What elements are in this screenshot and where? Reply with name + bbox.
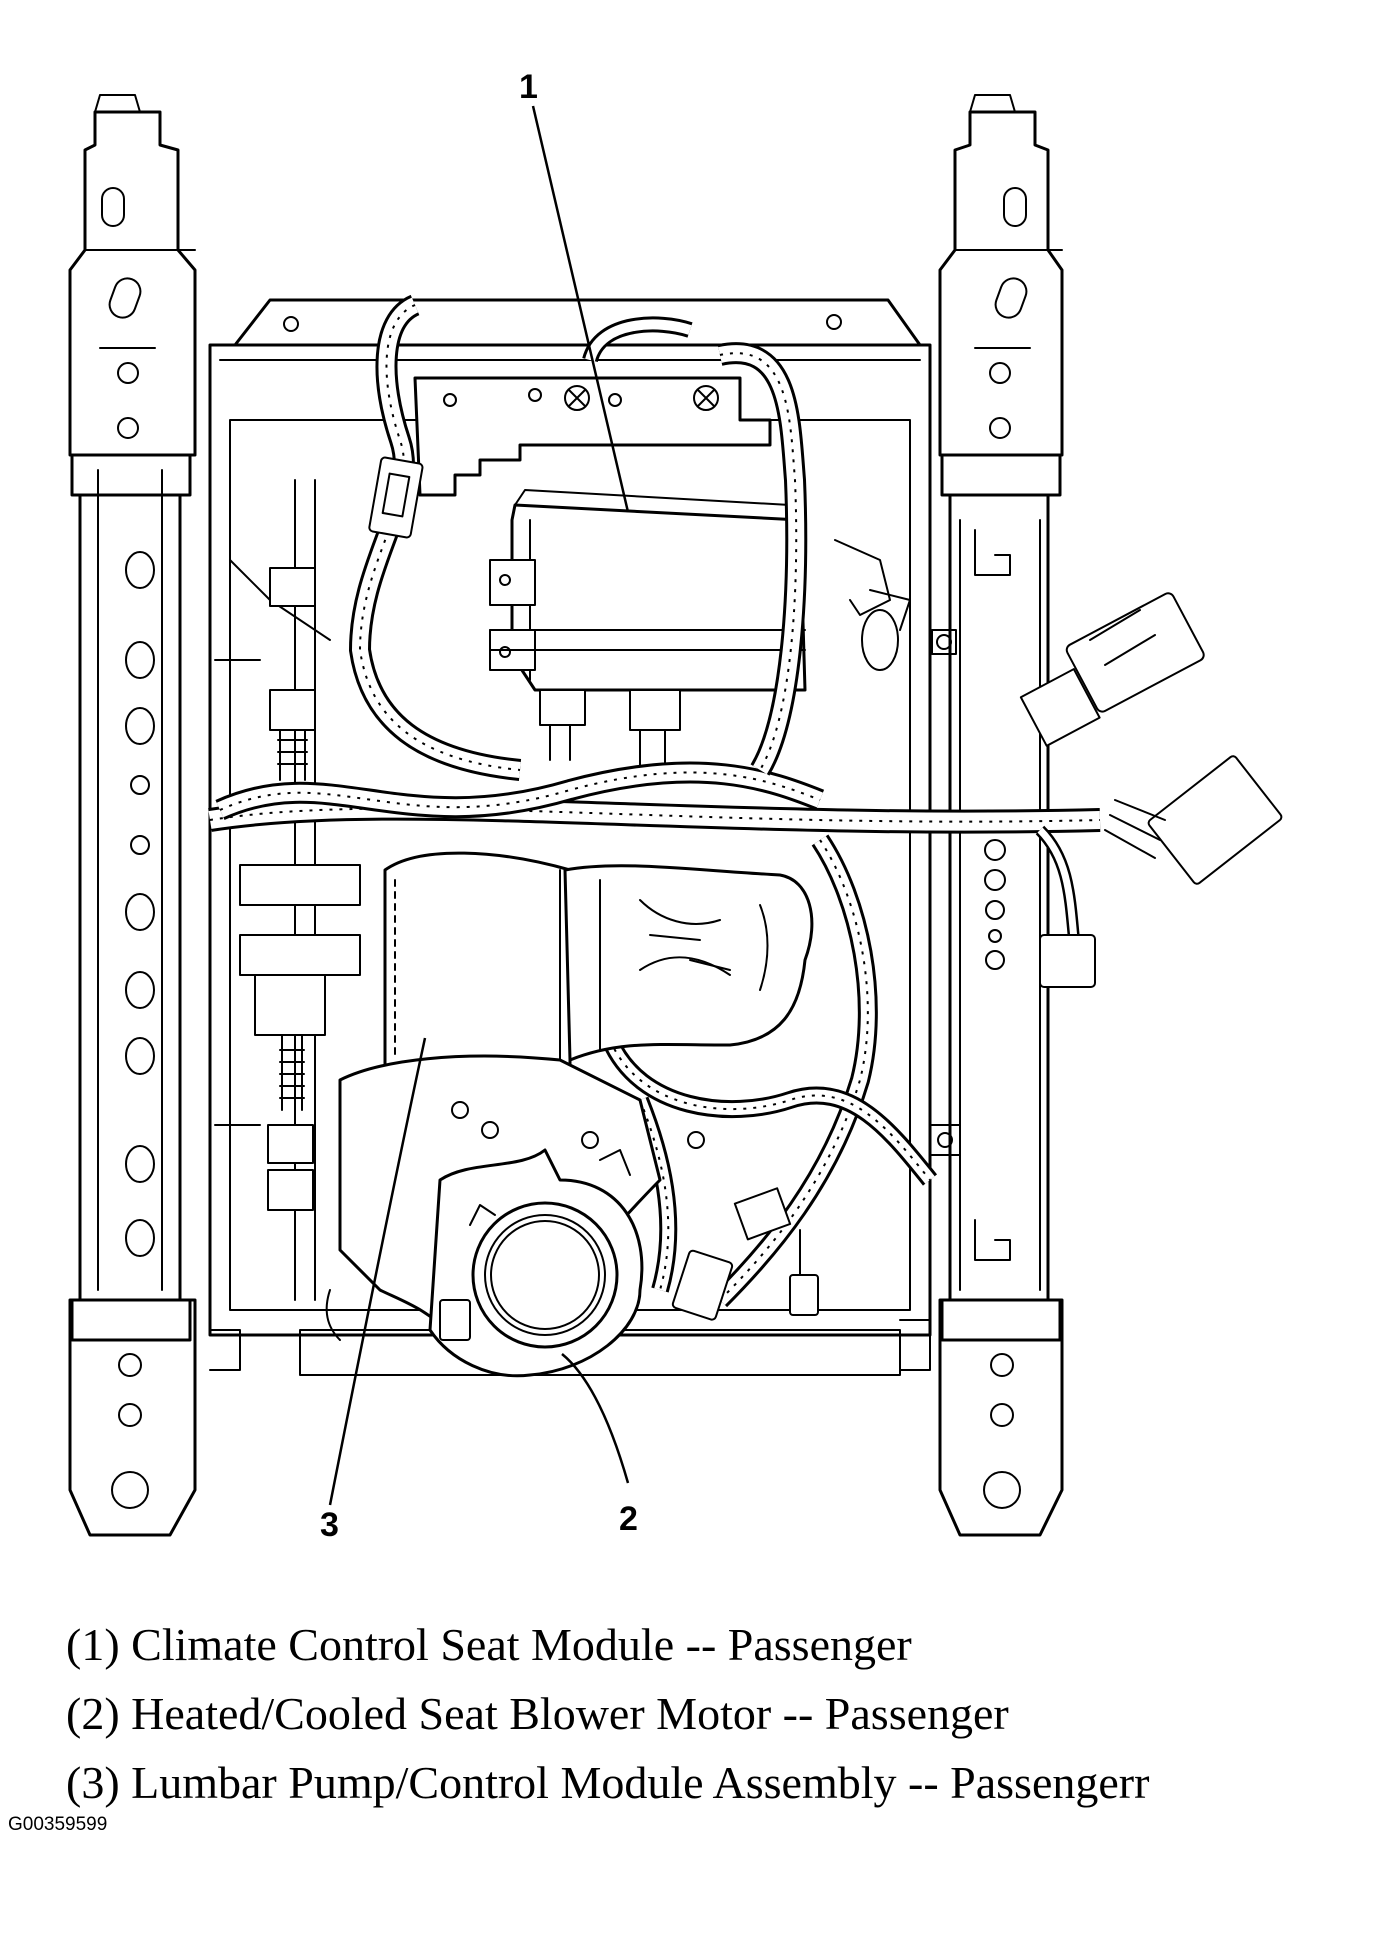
legend-item-3: (3) Lumbar Pump/Control Module Assembly … — [66, 1757, 1150, 1808]
callout-3: 3 — [320, 1506, 339, 1544]
callout-1: 1 — [519, 68, 538, 106]
harness-connectors — [368, 456, 1283, 1321]
module-mounting-bracket — [413, 376, 772, 497]
center-latch — [834, 539, 911, 671]
figure-id: G00359599 — [8, 1814, 108, 1835]
legend-item-1: (1) Climate Control Seat Module -- Passe… — [66, 1619, 912, 1670]
wiring-harness — [208, 294, 1101, 1308]
left-seat-rail — [68, 94, 197, 1537]
seat-frame-drawing: 1 2 3 — [68, 68, 1283, 1544]
left-adjuster-mechanism — [214, 479, 361, 1341]
callout-leaders — [328, 105, 630, 1506]
blower-motor — [428, 1148, 644, 1378]
lower-frame — [209, 1319, 931, 1371]
climate-control-seat-module — [489, 489, 807, 771]
legend-item-2: (2) Heated/Cooled Seat Blower Motor -- P… — [66, 1688, 1009, 1739]
callout-numbers: 1 2 3 — [320, 68, 638, 1544]
legend: (1) Climate Control Seat Module -- Passe… — [66, 1610, 1149, 1817]
callout-2: 2 — [619, 1500, 638, 1538]
